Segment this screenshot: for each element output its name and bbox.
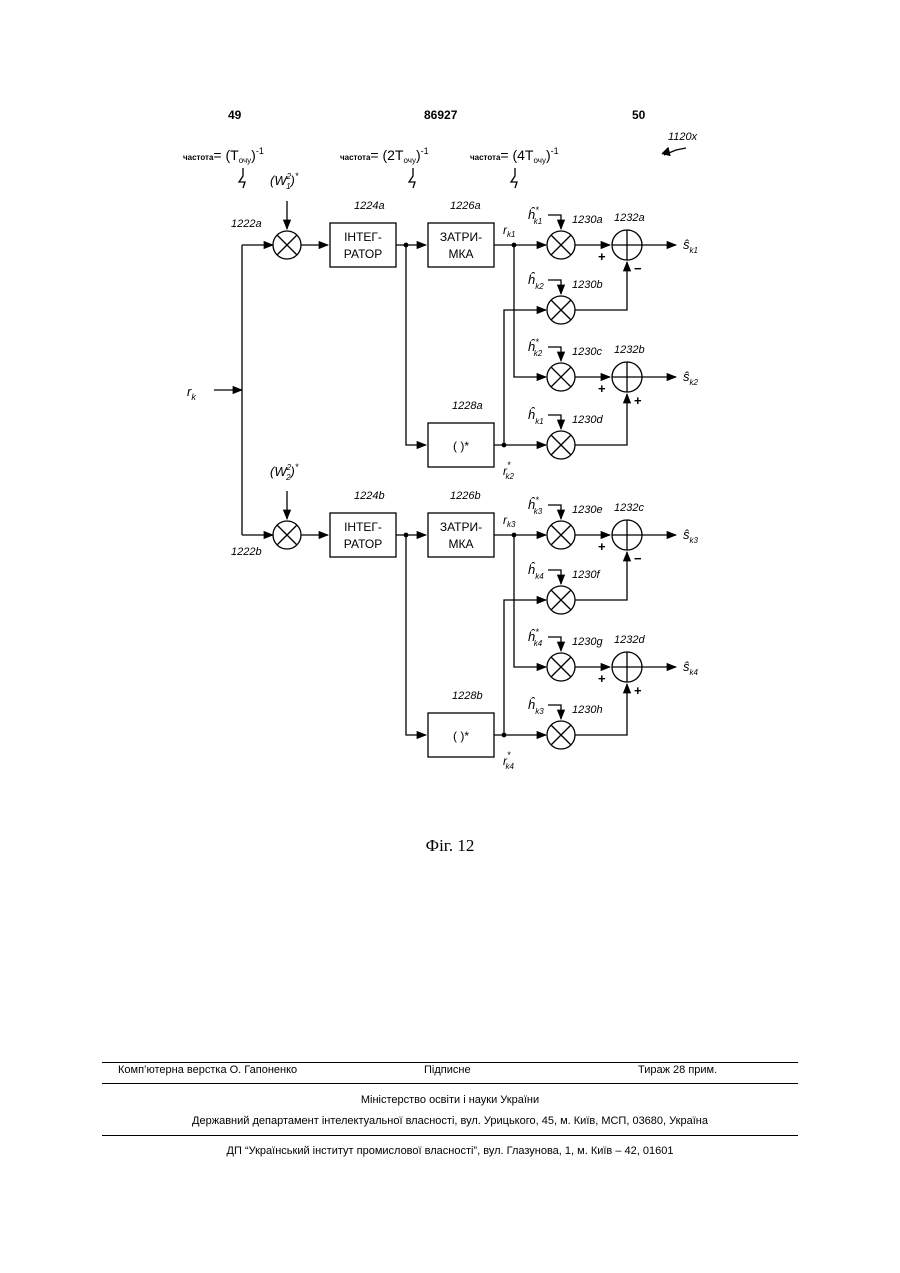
mixer-reference: 1230a bbox=[572, 214, 603, 226]
mixer-reference: 1230e bbox=[572, 504, 603, 516]
channel-estimate-label: ĥ*k3 bbox=[528, 495, 543, 516]
estimate-wire bbox=[548, 280, 561, 294]
mixer-reference: 1230h bbox=[572, 704, 603, 716]
delay-text: МКА bbox=[449, 537, 474, 551]
walsh-weight-label: (W21)* bbox=[270, 171, 299, 191]
junction-dot bbox=[502, 443, 507, 448]
conjugate-reference: 1228a bbox=[452, 400, 483, 412]
integrator-text: РАТОР bbox=[344, 247, 382, 261]
footer-ministry: Міністерство освіти і науки України bbox=[0, 1094, 900, 1106]
conjugate-text: ( )* bbox=[453, 439, 469, 453]
plus-sign: + bbox=[598, 671, 606, 686]
mixer-reference: 1230f bbox=[572, 569, 600, 581]
adder-sign: − bbox=[634, 551, 642, 566]
frequency-label: частота= (2Tочу)-1 bbox=[340, 146, 429, 165]
conjugate-signal-label: r*k2 bbox=[503, 460, 515, 481]
frequency-pointer bbox=[511, 168, 517, 188]
figure-reference: 1120x bbox=[668, 131, 698, 143]
wire-to-conjugate bbox=[406, 245, 426, 445]
junction-dot bbox=[512, 533, 517, 538]
junction-dot bbox=[502, 733, 507, 738]
frequency-label: частота= (Tочу)-1 bbox=[183, 146, 264, 165]
footer-department: Державний департамент інтелектуальної вл… bbox=[0, 1115, 900, 1127]
frequency-pointer bbox=[239, 168, 245, 188]
output-symbol-label: ŝk2 bbox=[683, 369, 699, 387]
integrator-text: ІНТЕГ- bbox=[344, 520, 382, 534]
junction-dot bbox=[404, 243, 409, 248]
footer-institute: ДП “Український інститут промислової вла… bbox=[0, 1145, 900, 1157]
channel-estimate-label: ĥk4 bbox=[528, 562, 544, 581]
adder-sign: + bbox=[634, 683, 642, 698]
junction-dot bbox=[512, 243, 517, 248]
walsh-weight-label: (W22)* bbox=[270, 462, 299, 482]
mixer-reference: 1230d bbox=[572, 414, 603, 426]
integrator-text: ІНТЕГ- bbox=[344, 230, 382, 244]
adder-reference: 1232d bbox=[614, 634, 645, 646]
footer-rule-top bbox=[102, 1062, 798, 1063]
conjugate-text: ( )* bbox=[453, 729, 469, 743]
figure-reference-arrow bbox=[662, 148, 670, 156]
output-symbol-label: ŝk3 bbox=[683, 527, 699, 545]
estimate-wire bbox=[548, 570, 561, 584]
input-signal-label: rk bbox=[187, 384, 196, 402]
plus-sign: + bbox=[598, 381, 606, 396]
integrator-reference: 1224b bbox=[354, 490, 385, 502]
multiplier-reference: 1222a bbox=[231, 218, 262, 230]
mixer-reference: 1230b bbox=[572, 279, 603, 291]
estimate-wire bbox=[548, 505, 561, 519]
delay-text: МКА bbox=[449, 247, 474, 261]
estimate-wire bbox=[548, 347, 561, 361]
adder-reference: 1232b bbox=[614, 344, 645, 356]
delay-text: ЗАТРИ- bbox=[440, 520, 482, 534]
output-symbol-label: ŝk1 bbox=[683, 237, 698, 255]
integrator-reference: 1224a bbox=[354, 200, 385, 212]
junction-dot bbox=[404, 533, 409, 538]
output-symbol-label: ŝk4 bbox=[683, 659, 699, 677]
adder-sign: − bbox=[634, 261, 642, 276]
estimate-wire bbox=[548, 215, 561, 229]
channel-estimate-label: ĥk1 bbox=[528, 407, 544, 426]
multiplier-reference: 1222b bbox=[231, 546, 262, 558]
channel-estimate-label: ĥk2 bbox=[528, 272, 544, 291]
footer-rule-middle bbox=[102, 1083, 798, 1084]
plus-sign: + bbox=[598, 539, 606, 554]
channel-estimate-label: ĥ*k4 bbox=[528, 627, 543, 648]
channel-estimate-label: ĥ*k2 bbox=[528, 337, 543, 358]
adder-reference: 1232c bbox=[614, 502, 644, 514]
conjugate-reference: 1228b bbox=[452, 690, 483, 702]
figure-caption: Фіг. 12 bbox=[0, 836, 900, 856]
estimate-wire bbox=[548, 415, 561, 429]
adder-reference: 1232a bbox=[614, 212, 645, 224]
frequency-pointer bbox=[409, 168, 415, 188]
estimate-wire bbox=[548, 705, 561, 719]
delay-reference: 1226b bbox=[450, 490, 481, 502]
wire-to-conjugate bbox=[406, 535, 426, 735]
integrator-text: РАТОР bbox=[344, 537, 382, 551]
footer-layout-credit: Комп’ютерна верстка О. Гапоненко bbox=[118, 1064, 297, 1076]
mixer-reference: 1230g bbox=[572, 636, 603, 648]
delay-text: ЗАТРИ- bbox=[440, 230, 482, 244]
mixer-reference: 1230c bbox=[572, 346, 602, 358]
plus-sign: + bbox=[598, 249, 606, 264]
block-diagram-figure: частота= (Tочу)-1 частота= (2Tочу)-1 часто… bbox=[0, 0, 900, 800]
delayed-signal-label: rk3 bbox=[503, 513, 516, 529]
conjugate-signal-label: r*k4 bbox=[503, 750, 515, 771]
adder-sign: + bbox=[634, 393, 642, 408]
channel-estimate-label: ĥk3 bbox=[528, 697, 544, 716]
footer-print-run: Тираж 28 прим. bbox=[638, 1064, 717, 1076]
footer-rule-bottom bbox=[102, 1135, 798, 1136]
delayed-signal-label: rk1 bbox=[503, 223, 515, 239]
estimate-wire bbox=[548, 637, 561, 651]
footer-signed: Підписне bbox=[424, 1064, 471, 1076]
delay-reference: 1226a bbox=[450, 200, 481, 212]
channel-estimate-label: ĥ*k1 bbox=[528, 205, 542, 226]
frequency-label: частота= (4Tочу)-1 bbox=[470, 146, 559, 165]
